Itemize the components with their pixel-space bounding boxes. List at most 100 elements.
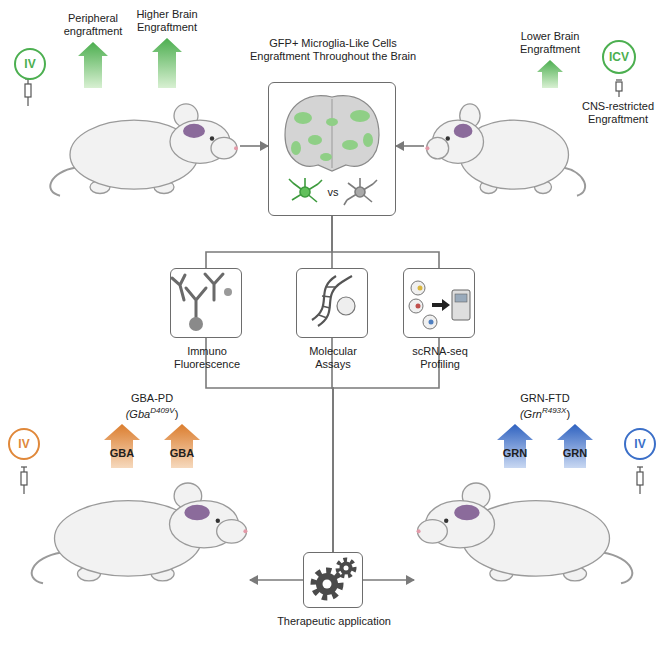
- text-block: GRN: [498, 447, 532, 460]
- connector: [240, 145, 268, 147]
- connector: [363, 579, 414, 581]
- mouse-snout: [217, 520, 247, 544]
- mouse-eye: [210, 136, 214, 140]
- text-block: Lower Brain Engraftment: [510, 30, 590, 56]
- text-block: ICV: [609, 50, 629, 64]
- label-text: Therapeutic application: [277, 615, 391, 627]
- label-text: GRN-FTD: [520, 392, 570, 404]
- dna-bead: [337, 297, 355, 315]
- up-arrow: [497, 424, 533, 468]
- text-block: CNS-restricted Engraftment: [578, 100, 658, 126]
- mouse-node: GRN-FTD(GrnR493X)GRNGRN: [414, 470, 644, 588]
- mouse-brain: [183, 124, 205, 138]
- label-text: Molecular Assays: [309, 345, 357, 370]
- text-block: vs: [323, 186, 343, 199]
- mouse-node: GBA-PD(GbaD409V)GBAGBA: [20, 470, 250, 588]
- mouse-nose: [417, 529, 421, 533]
- syringe: [616, 80, 622, 97]
- host-microglia: [344, 178, 377, 205]
- syringe: [637, 467, 643, 494]
- text-block: (GrnR493X): [495, 406, 595, 421]
- label-text: Immuno Fluorescence: [174, 345, 240, 370]
- mouse-illustration: [40, 92, 240, 200]
- label-text: ICV: [609, 50, 629, 64]
- mouse-body: [32, 483, 248, 583]
- route-circle: IV: [8, 428, 40, 460]
- up-arrow: [557, 424, 593, 468]
- mouse-tail: [603, 553, 633, 584]
- text-block: GFP+ Microglia-Like Cells Engraftment Th…: [239, 37, 427, 63]
- antigen: [224, 288, 232, 296]
- connector: [396, 145, 424, 147]
- label-text: (Gba: [126, 408, 150, 420]
- label-text: GRN: [503, 447, 527, 459]
- panel-box: Immuno Fluorescence: [170, 268, 242, 338]
- label-text: GBA: [110, 447, 134, 459]
- route-circle: ICV: [602, 40, 636, 74]
- text-block: IV: [634, 437, 645, 451]
- label-text: R493X: [542, 406, 566, 415]
- text-block: Immuno Fluorescence: [167, 345, 247, 371]
- label-text: ): [566, 408, 570, 420]
- mouse-brain: [454, 505, 479, 520]
- label-text: IV: [634, 437, 645, 451]
- mouse-eye: [444, 519, 448, 523]
- text-block: (GbaD409V): [102, 406, 202, 421]
- mouse-node: Lower Brain EngraftmentCNS-restricted En…: [424, 92, 594, 200]
- connector: [250, 579, 303, 581]
- panel-box: scRNA-seq Profiling: [403, 268, 475, 338]
- text-block: Higher Brain Engraftment: [127, 8, 207, 34]
- label-text: scRNA-seq Profiling: [412, 345, 468, 370]
- mouse-body: [417, 483, 633, 583]
- scrna-icon: [409, 281, 470, 329]
- antibody-icon: [172, 274, 223, 318]
- syringe: [25, 79, 31, 106]
- mouse-snout: [417, 520, 447, 544]
- text-block: IV: [24, 57, 35, 71]
- text-block: GBA: [105, 447, 139, 460]
- label-text: vs: [328, 186, 339, 198]
- text-block: GBA-PD: [112, 392, 192, 405]
- text-block: GRN: [558, 447, 592, 460]
- panel-box: GFP+ Microglia-Like Cells Engraftment Th…: [268, 82, 396, 216]
- mouse-nose: [425, 146, 429, 150]
- mouse-eye: [446, 136, 450, 140]
- text-block: GRN-FTD: [505, 392, 585, 405]
- route-circle: IV: [14, 48, 46, 80]
- label-text: (Grn: [520, 408, 542, 420]
- gfp-microglia: [289, 178, 322, 202]
- up-arrow: [537, 60, 563, 88]
- gear-icon: [314, 560, 354, 597]
- mouse-nose: [234, 146, 238, 150]
- brain-section: [285, 96, 379, 171]
- label-text: CNS-restricted Engraftment: [582, 100, 654, 125]
- label-text: Peripheral engraftment: [64, 12, 123, 37]
- engraftment-patches: [291, 110, 373, 161]
- label-text: IV: [24, 57, 35, 71]
- label-text: GBA: [170, 447, 194, 459]
- text-block: GBA: [165, 447, 199, 460]
- label-text: Lower Brain Engraftment: [520, 30, 580, 55]
- mouse-tail: [563, 168, 585, 196]
- up-arrow: [104, 424, 140, 468]
- syringe: [21, 467, 27, 494]
- mouse-node: Peripheral engraftmentHigher Brain Engra…: [40, 92, 240, 200]
- connector: [206, 216, 332, 268]
- mouse-snout: [427, 137, 449, 159]
- label-text: D409V: [150, 406, 174, 415]
- label-text: GFP+ Microglia-Like Cells Engraftment Th…: [250, 37, 416, 62]
- panel-box: Molecular Assays: [296, 268, 368, 338]
- mouse-eye: [216, 519, 220, 523]
- route-circle: IV: [624, 428, 656, 460]
- mouse-body: [50, 104, 238, 196]
- up-arrow: [164, 424, 200, 468]
- label-text: Higher Brain Engraftment: [136, 8, 197, 33]
- text-block: Therapeutic application: [274, 615, 394, 628]
- mouse-brain: [184, 505, 209, 520]
- mouse-nose: [243, 529, 247, 533]
- panel-box: Therapeutic application: [303, 552, 363, 608]
- label-text: ): [175, 408, 179, 420]
- label-text: GRN: [563, 447, 587, 459]
- antigen: [189, 317, 203, 331]
